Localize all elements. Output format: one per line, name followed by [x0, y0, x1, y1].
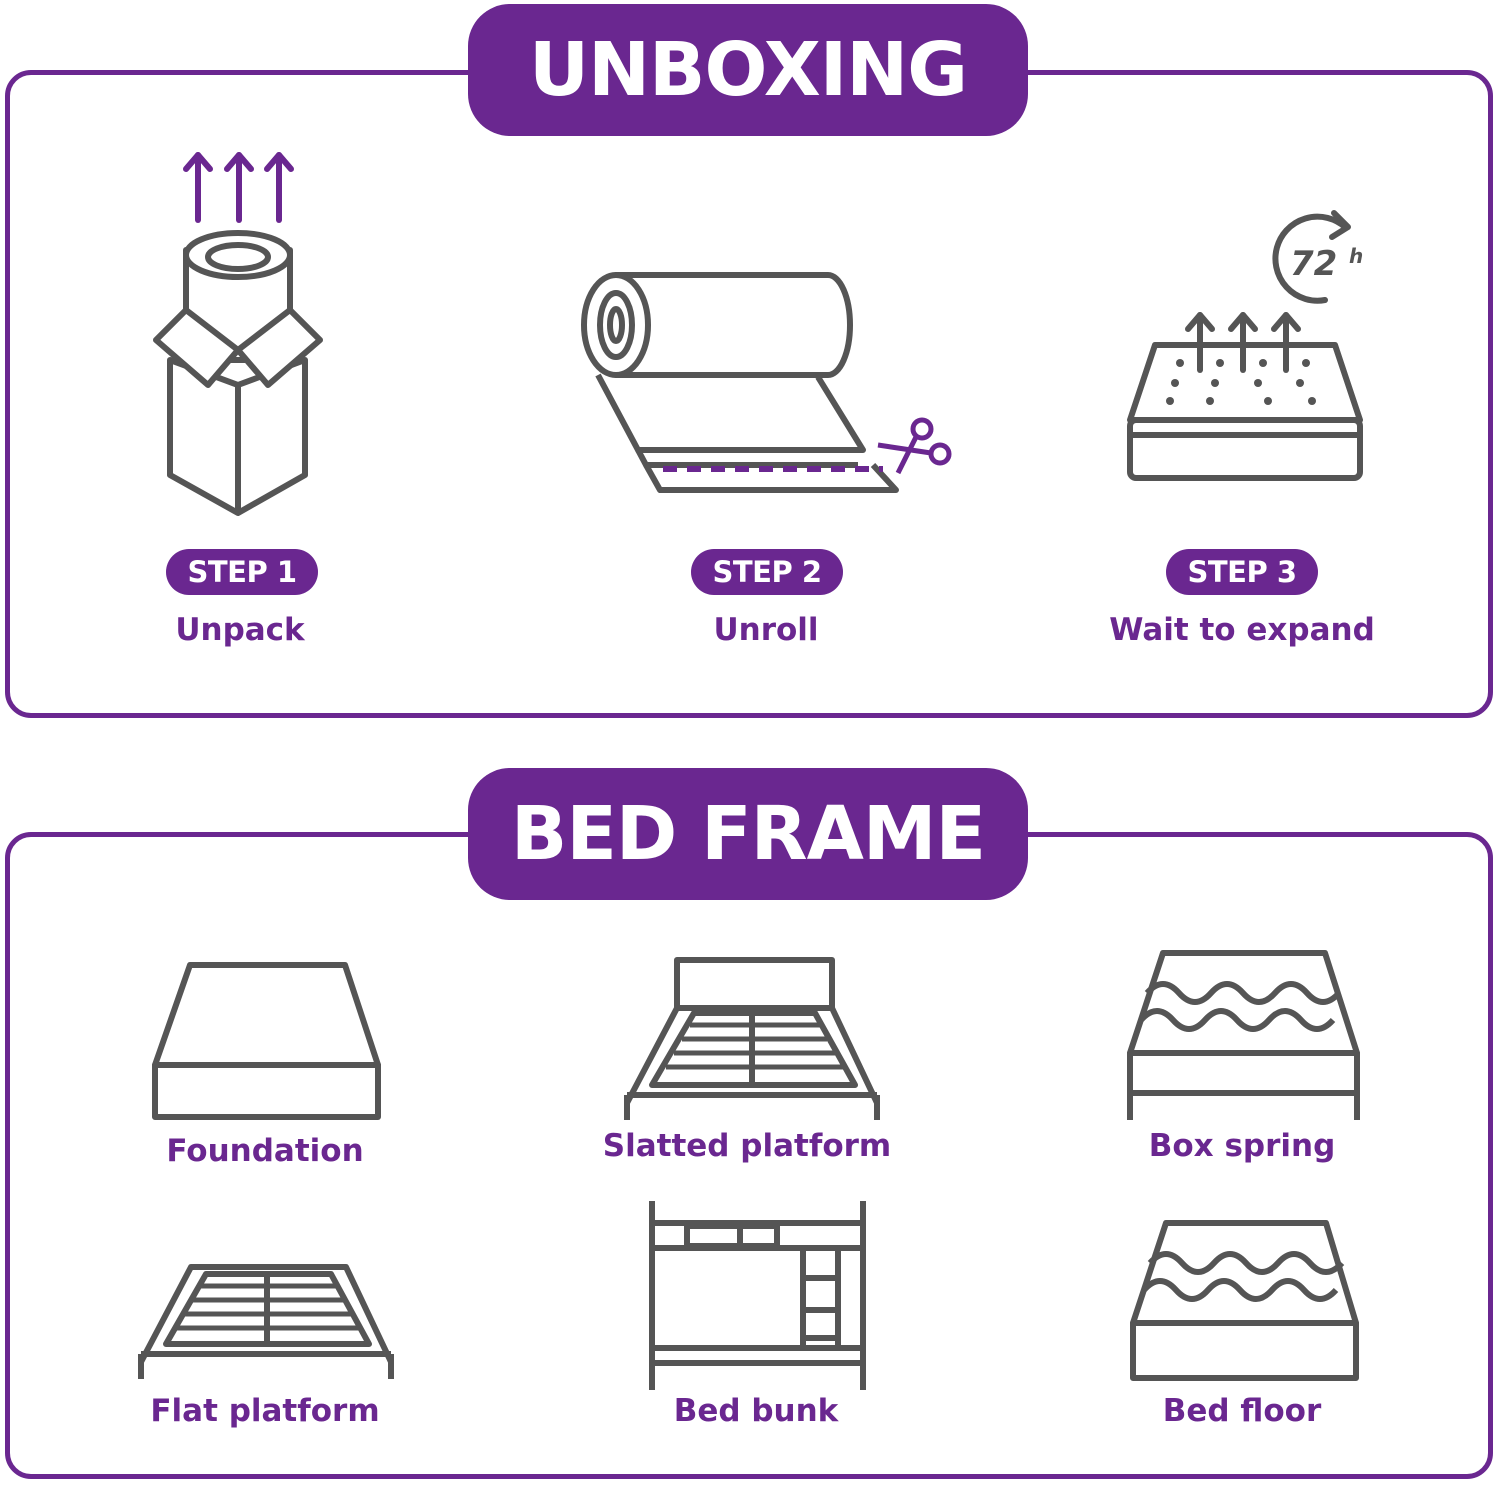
unrolling-mattress-with-scissors-icon [581, 272, 952, 493]
step-1-label: Unpack [175, 612, 305, 648]
bunk-bed-icon [649, 1201, 866, 1390]
expanding-mattress-72h-icon: 72 h [1127, 210, 1363, 481]
foundation-label: Foundation [166, 1133, 364, 1169]
step-2-badge: STEP 2 [691, 549, 843, 595]
bed-frame-title: BED FRAME [468, 768, 1028, 900]
foundation-icon [152, 962, 381, 1120]
step-1-badge: STEP 1 [166, 549, 318, 595]
timer-value: 72 [1290, 244, 1337, 284]
step-3-label: Wait to expand [1109, 612, 1375, 648]
step-3-badge: STEP 3 [1166, 549, 1318, 595]
flat-platform-label: Flat platform [150, 1393, 380, 1429]
timer-unit: h [1349, 244, 1363, 268]
slatted-platform-label: Slatted platform [602, 1128, 892, 1164]
step-2-label: Unroll [713, 612, 819, 648]
box-with-rolled-mattress-icon [153, 152, 323, 516]
box-spring-label: Box spring [1148, 1128, 1336, 1164]
bed-floor-icon [1130, 1220, 1359, 1381]
unboxing-title: UNBOXING [468, 4, 1028, 136]
slatted-platform-icon [624, 957, 880, 1120]
bed-bunk-label: Bed bunk [673, 1393, 839, 1429]
box-spring-icon [1127, 950, 1360, 1120]
bed-floor-label: Bed floor [1162, 1393, 1322, 1429]
bed-frame-panel [5, 832, 1493, 1479]
flat-platform-icon [138, 1264, 394, 1379]
